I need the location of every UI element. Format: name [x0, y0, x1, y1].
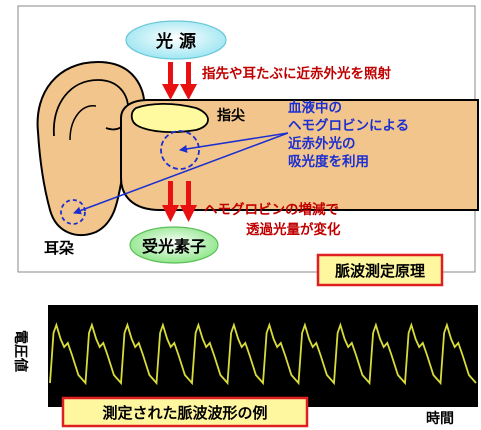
svg-text:透過光量が変化: 透過光量が変化 [246, 221, 341, 238]
waveform-example-caption: 測定された脈波波形の例 [102, 404, 267, 422]
principle-title: 脈波測定原理 [335, 262, 425, 280]
earlobe-label: 耳朶 [44, 239, 74, 257]
principle-title-box: 脈波測定原理 [318, 255, 442, 285]
irradiation-caption: 指先や耳たぶに近赤外光を照射 [202, 65, 391, 82]
svg-text:ヘモグロビンの増減で: ヘモグロビンの増減で [204, 201, 339, 218]
photodetector: 受光素子 [130, 227, 218, 263]
photodetector-label: 受光素子 [142, 237, 206, 256]
ylabel-voltage: 電圧値 [12, 330, 29, 372]
fingertip-label: 指尖 [217, 107, 245, 124]
svg-text:血液中の: 血液中の [288, 99, 342, 116]
xlabel-time: 時間 [426, 410, 454, 427]
light-source: 光 源 [126, 21, 226, 59]
svg-text:近赤外光の: 近赤外光の [288, 135, 356, 152]
oscilloscope-screen [48, 305, 478, 407]
svg-text:吸光度を利用: 吸光度を利用 [288, 153, 369, 170]
light-source-label: 光 源 [155, 31, 196, 52]
svg-text:ヘモグロビンによる: ヘモグロビンによる [288, 117, 409, 134]
waveform-example-caption-box: 測定された脈波波形の例 [63, 398, 307, 426]
